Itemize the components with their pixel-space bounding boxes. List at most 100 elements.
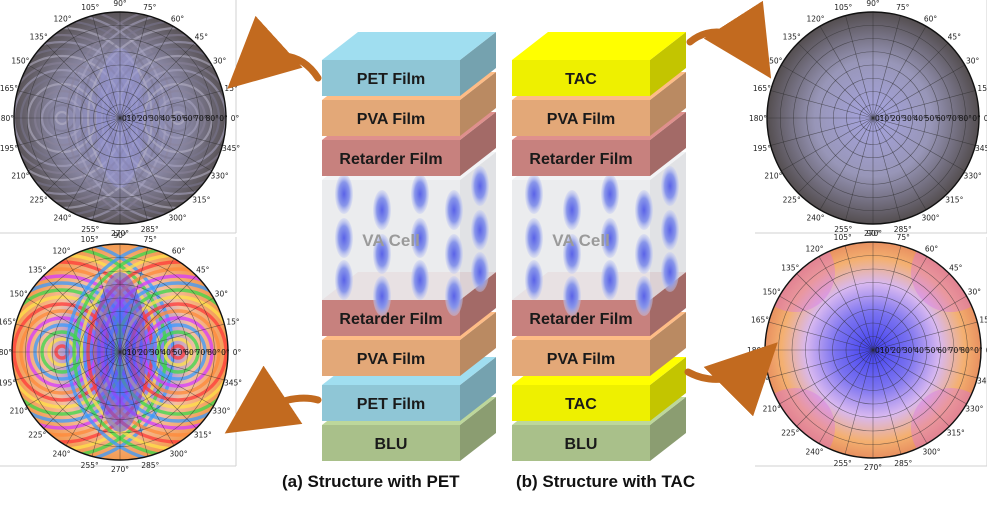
lc-ellipse <box>373 276 391 316</box>
angle-label: 300° <box>169 449 187 458</box>
grid-spoke <box>119 117 223 146</box>
radial-label: 0° <box>875 114 884 123</box>
grid-spoke <box>872 321 978 351</box>
grid-spoke <box>844 245 874 351</box>
grid-spoke <box>119 117 196 194</box>
angle-label: 330° <box>965 405 983 414</box>
angle-labels: 0°15°30°45°60°75°90°105°120°135°150°165°… <box>749 0 987 238</box>
grid-spoke <box>119 117 174 210</box>
angle-label: 285° <box>141 225 159 234</box>
angle-label: 120° <box>805 245 823 254</box>
polar-rim <box>11 243 229 461</box>
angle-label: 240° <box>53 214 71 223</box>
radial-label: 0° <box>972 114 981 123</box>
angle-label: 15° <box>977 84 987 93</box>
polar-plots: 0°15°30°45°60°75°90°105°120°135°150°165°… <box>0 0 987 474</box>
lc-ellipse <box>661 252 679 292</box>
grid-spoke <box>844 349 874 455</box>
radial-label: 80° <box>206 114 220 123</box>
angle-label: 285° <box>894 459 912 468</box>
radial-label: 20° <box>138 114 152 123</box>
grid-spoke <box>119 117 212 172</box>
angle-label: 0° <box>231 114 240 123</box>
lc-ellipse <box>471 252 489 292</box>
grid-spoke <box>779 349 874 405</box>
grid-spoke <box>119 351 197 429</box>
angle-label: 0° <box>233 348 242 357</box>
lc-molecules <box>525 166 679 316</box>
layer-side <box>460 112 496 176</box>
angle-label: 270° <box>864 463 882 472</box>
layer-front <box>512 300 650 336</box>
grid-spoke <box>872 349 967 405</box>
layer-label: PVA Film <box>357 111 425 128</box>
radial-labels: 0°10°20°30°40°50°60°70°80°0° <box>875 346 983 355</box>
radial-label: 80° <box>960 346 974 355</box>
angle-label: 45° <box>196 265 210 274</box>
polar-plot-tac-bright: 0°15°30°45°60°75°90°105°120°135°150°165°… <box>747 229 987 472</box>
angle-label: 345° <box>222 144 240 153</box>
polar-plot-pet-dark: 0°15°30°45°60°75°90°105°120°135°150°165°… <box>0 0 240 238</box>
radial-label: 10° <box>127 114 141 123</box>
layer-side <box>460 32 496 96</box>
angle-label: 315° <box>947 429 965 438</box>
layer-front <box>322 140 460 176</box>
angle-label: 60° <box>925 245 939 254</box>
angle-label: 315° <box>945 195 963 204</box>
layer-label: BLU <box>565 436 598 453</box>
angle-label: 195° <box>751 376 769 385</box>
layer-pet-0: PET Film <box>322 32 496 96</box>
angle-label: 135° <box>30 33 48 42</box>
lc-ellipse <box>563 234 581 274</box>
lc-ellipse <box>635 276 653 316</box>
lc-ellipse <box>601 174 619 214</box>
grid-spoke <box>872 64 965 119</box>
grid-spoke <box>872 15 901 119</box>
layer-label: TAC <box>565 396 597 413</box>
grid-spoke <box>66 117 121 210</box>
grid-spoke <box>779 295 874 351</box>
angle-label: 285° <box>894 225 912 234</box>
grid-spoke <box>770 90 874 119</box>
grid-spoke <box>770 117 874 146</box>
angle-label: 150° <box>764 57 782 66</box>
angle-label: 270° <box>111 229 129 238</box>
angle-label: 210° <box>10 407 28 416</box>
lc-ellipse <box>411 174 429 214</box>
lc-ellipse <box>411 260 429 300</box>
angle-label: 135° <box>28 265 46 274</box>
angle-label: 90° <box>113 231 127 240</box>
angle-label: 330° <box>212 407 230 416</box>
lc-ellipse <box>635 190 653 230</box>
grid-spoke <box>872 349 928 444</box>
grid-spoke <box>781 117 874 172</box>
layer-front <box>322 385 460 421</box>
angle-label: 330° <box>964 172 982 181</box>
radial-label: 0° <box>875 346 884 355</box>
grid-spoke <box>796 349 874 427</box>
grid-spoke <box>872 117 976 146</box>
radial-label: 0° <box>122 114 131 123</box>
angle-label: 165° <box>0 318 16 327</box>
layer-label: Retarder Film <box>529 151 632 168</box>
angle-label: 240° <box>52 449 70 458</box>
lc-ellipse <box>335 218 353 258</box>
grid-spoke <box>768 349 874 379</box>
angle-label: 90° <box>113 0 127 8</box>
radial-label: 10° <box>127 348 141 357</box>
lc-ellipse <box>525 260 543 300</box>
grid-spoke <box>119 351 225 381</box>
layer-side <box>650 112 686 176</box>
radial-label: 20° <box>138 348 152 357</box>
angle-label: 120° <box>53 14 71 23</box>
grid-spoke <box>819 26 874 119</box>
layer-label: PET Film <box>357 396 425 413</box>
angle-label: 120° <box>806 14 824 23</box>
lc-ellipse <box>335 174 353 214</box>
angle-label: 315° <box>194 431 212 440</box>
angle-label: 225° <box>28 431 46 440</box>
curved-arrow <box>227 15 322 89</box>
lc-ellipse <box>525 218 543 258</box>
